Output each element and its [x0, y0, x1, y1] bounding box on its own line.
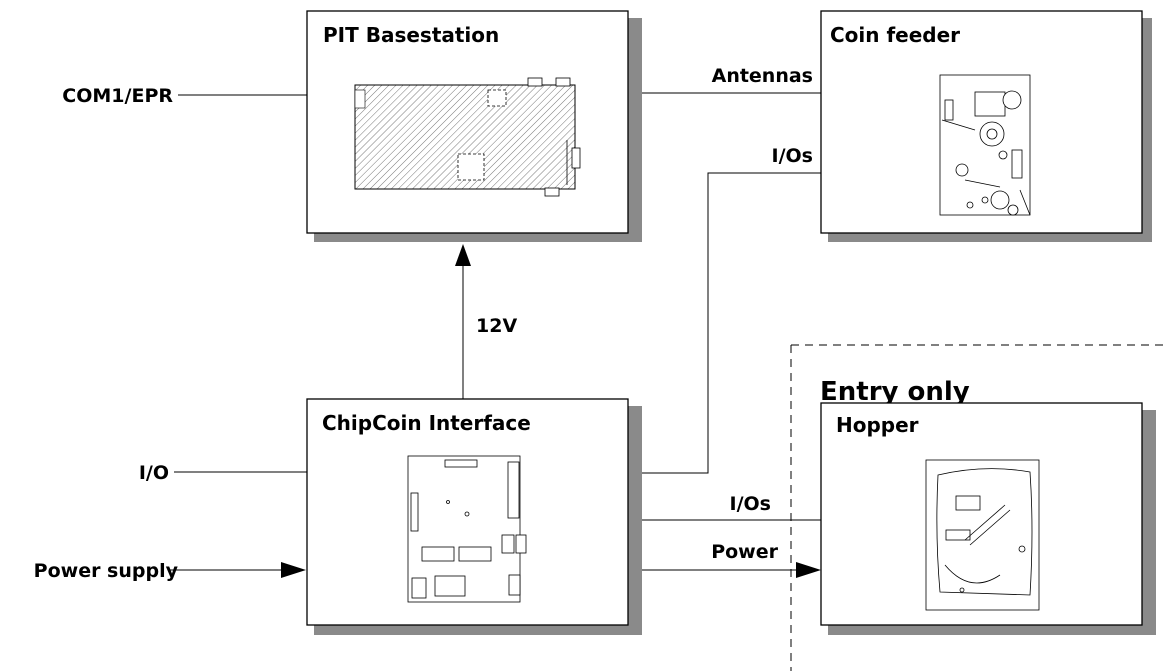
- hopper-title: Hopper: [836, 413, 919, 437]
- pit-basestation-title: PIT Basestation: [323, 23, 499, 47]
- chipcoin-interface-title: ChipCoin Interface: [322, 411, 531, 435]
- arrow-12v-icon: [455, 244, 471, 266]
- entry-only-label: Entry only: [820, 377, 970, 407]
- 12v-label: 12V: [476, 315, 517, 337]
- hopper-image: [925, 459, 1040, 611]
- chipcoin-board-image: [407, 455, 527, 603]
- ios-feeder-label: I/Os: [772, 145, 813, 167]
- io-label: I/O: [139, 462, 169, 484]
- chipcoin-interface-block: ChipCoin Interface: [306, 398, 642, 635]
- pit-basestation-block: PIT Basestation: [306, 10, 642, 242]
- antennas-label: Antennas: [712, 65, 813, 87]
- pit-board-image: [354, 77, 581, 197]
- arrow-power-supply-icon: [281, 562, 306, 578]
- coin-feeder-image: [939, 74, 1031, 216]
- com1-epr-label: COM1/EPR: [62, 85, 173, 107]
- power-supply-label: Power supply: [34, 560, 179, 582]
- coin-feeder-title: Coin feeder: [830, 23, 960, 47]
- connection-lines: [170, 92, 821, 578]
- ios-hopper-label: I/Os: [730, 493, 771, 515]
- coin-feeder-block: Coin feeder: [820, 10, 1152, 242]
- arrow-power-icon: [796, 562, 821, 578]
- power-label: Power: [711, 541, 778, 563]
- hopper-block: Hopper: [820, 402, 1156, 635]
- entry-only-region: [790, 344, 1169, 671]
